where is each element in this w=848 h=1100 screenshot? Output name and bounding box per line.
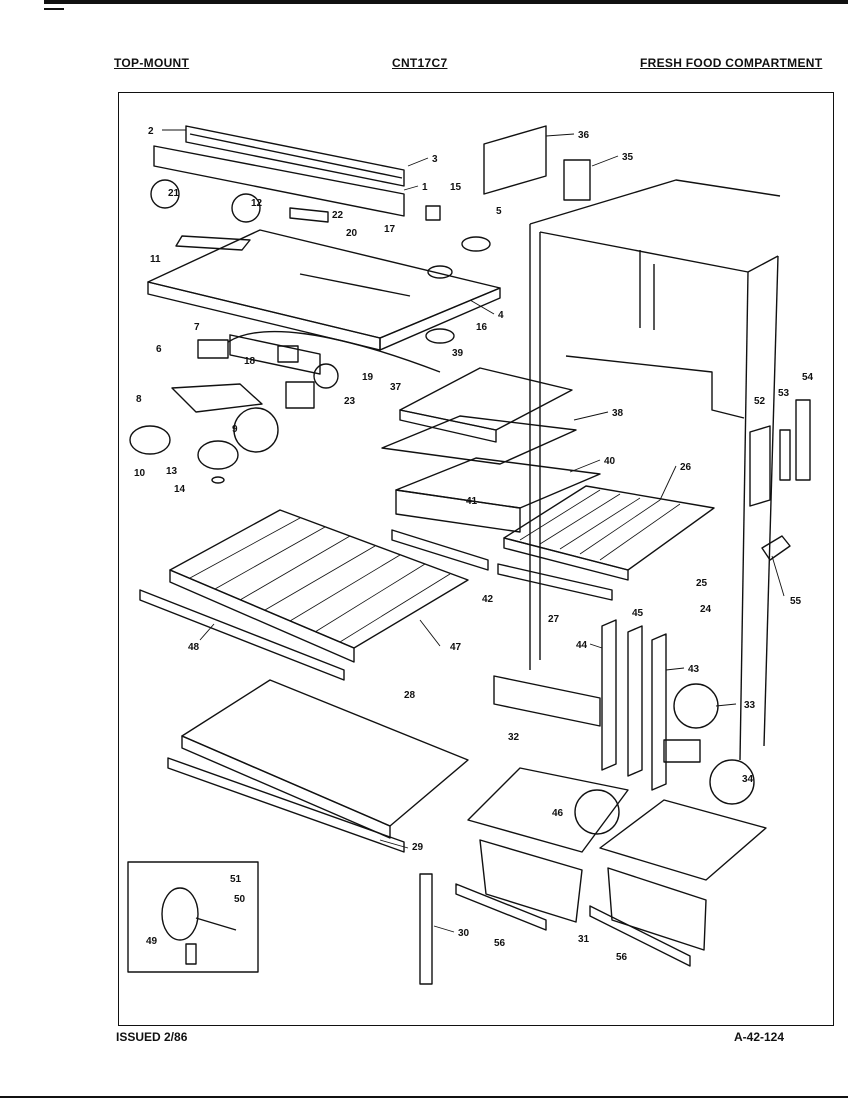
callout-45: 45 [632,608,644,619]
tubing-37 [227,330,441,373]
callout-19: 19 [362,372,374,383]
top-rule [44,0,848,4]
header-model-number: CNT17C7 [392,56,448,70]
callout-labels: 1 2 3 4 5 6 7 8 9 10 11 12 13 14 15 16 1… [134,126,814,963]
brackets [483,125,591,201]
callout-18: 18 [244,356,256,367]
callout-6: 6 [156,344,162,355]
top-rule-tick [44,8,64,10]
callout-40: 40 [604,456,616,467]
callout-4: 4 [498,310,504,321]
rod-30 [419,873,433,985]
diagram-code: A-42-124 [734,1030,785,1044]
callout-27: 27 [548,614,560,625]
callout-50: 50 [234,894,246,905]
callout-53: 53 [778,388,790,399]
callout-5: 5 [496,206,502,217]
callout-37: 37 [390,382,402,393]
callout-48: 48 [188,642,200,653]
top-rail [153,125,405,217]
callout-9: 9 [232,424,238,435]
leader-lines [162,129,785,933]
callout-55: 55 [790,596,802,607]
callout-42: 42 [482,594,494,605]
callout-17: 17 [384,224,396,235]
callout-24: 24 [700,604,712,615]
crisper-40 [395,457,601,533]
callout-15: 15 [450,182,462,193]
right-side-parts [749,399,811,561]
callout-52: 52 [754,396,766,407]
drawer-cover-32 [493,675,701,763]
cabinet-liner [529,179,781,761]
callout-23: 23 [344,396,356,407]
callout-11: 11 [150,254,161,265]
callout-13: 13 [166,466,178,477]
callout-39: 39 [452,348,464,359]
callout-1: 1 [422,182,428,193]
callout-38: 38 [612,408,624,419]
callout-33: 33 [744,700,756,711]
callout-30: 30 [458,928,470,939]
callout-22: 22 [332,210,344,221]
callout-44: 44 [576,640,588,651]
callout-12: 12 [251,198,263,209]
callout-34: 34 [742,774,754,785]
shelf-frame-38 [381,415,577,465]
callout-54: 54 [802,372,814,383]
shelf-39 [399,367,573,443]
callout-2: 2 [148,126,154,137]
callout-47: 47 [450,642,462,653]
issue-date: ISSUED 2/86 [116,1030,188,1044]
diagram-frame [118,92,834,1026]
callout-29: 29 [412,842,424,853]
callout-46: 46 [552,808,564,819]
roller-inset [127,861,259,973]
control-housing [147,229,501,375]
callout-35: 35 [622,152,634,163]
small-parts [129,179,755,835]
glass-shelf-28 [181,679,469,839]
shelf-supports [601,619,667,791]
shelf-47 [169,509,469,663]
callout-26: 26 [680,462,692,473]
callout-14: 14 [174,484,186,495]
callout-56b: 56 [616,952,628,963]
trim-strips [139,529,613,681]
callout-41: 41 [466,496,478,507]
callout-36: 36 [578,130,590,141]
trim-29 [167,757,405,853]
bottom-rule [0,1096,848,1098]
callout-31: 31 [578,934,590,945]
header-section-title: FRESH FOOD COMPARTMENT [640,56,823,70]
callout-49: 49 [146,936,158,947]
callout-10: 10 [134,468,146,479]
callout-32: 32 [508,732,520,743]
callout-7: 7 [194,322,200,333]
callout-25: 25 [696,578,708,589]
callout-16: 16 [476,322,488,333]
callout-28: 28 [404,690,416,701]
callout-43: 43 [688,664,700,675]
callout-20: 20 [346,228,358,239]
callout-21: 21 [168,188,180,199]
callout-51: 51 [230,874,242,885]
shelf-26 [503,485,715,581]
header-model-type: TOP-MOUNT [114,56,190,70]
callout-56a: 56 [494,938,506,949]
callout-8: 8 [136,394,142,405]
drawer-rails-56 [455,883,691,967]
callout-3: 3 [432,154,438,165]
crisper-drawers [467,767,767,951]
